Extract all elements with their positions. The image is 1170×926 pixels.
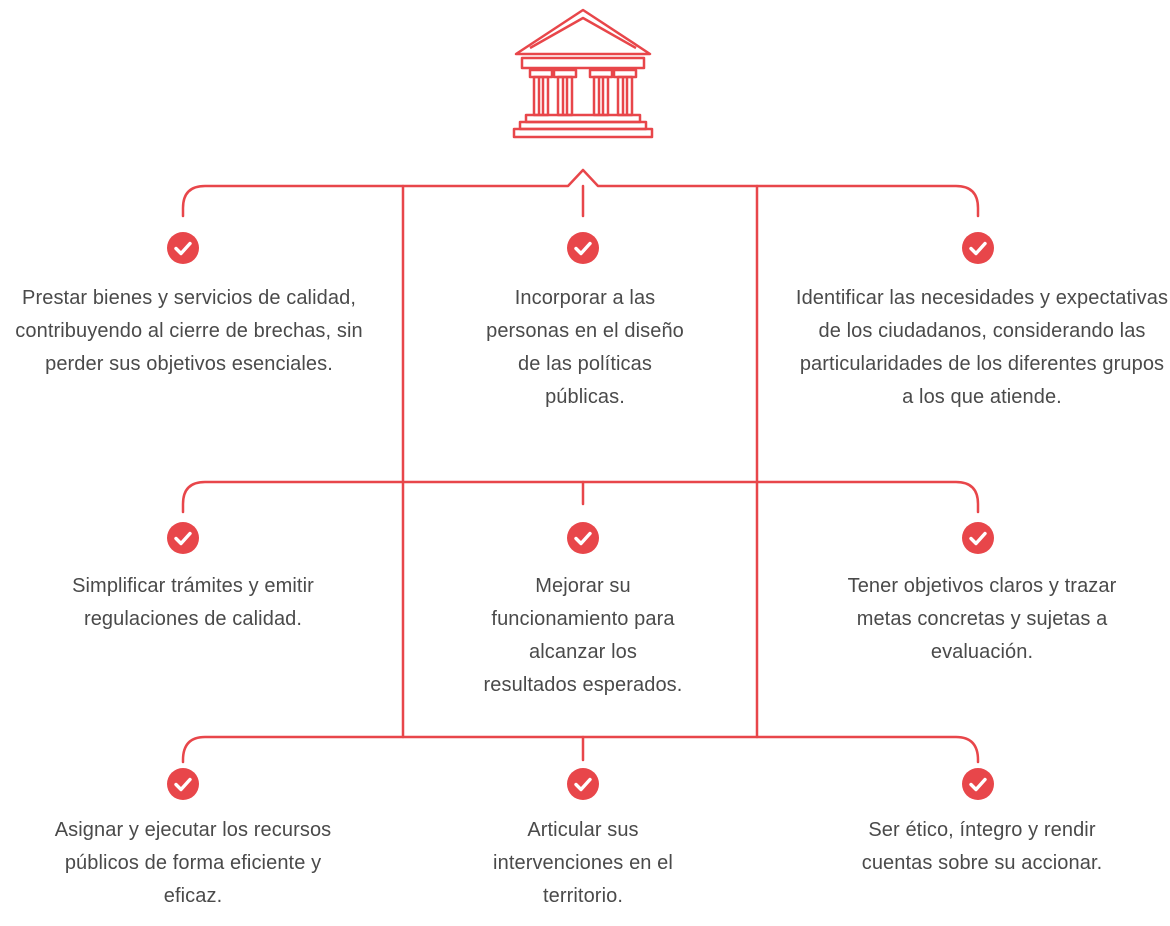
check-circle-icon	[567, 232, 599, 264]
item-text: Tener objetivos claros y trazar metas co…	[847, 575, 1117, 663]
check-circle-icon	[167, 768, 199, 800]
item-text: Incorporar a las personas en el diseño d…	[486, 287, 684, 408]
item-text: Articular sus intervenciones en el terri…	[493, 819, 673, 907]
item-text: Identificar las necesidades y expectativ…	[795, 287, 1169, 408]
branch-row-3	[181, 735, 980, 764]
check-circle-icon	[167, 522, 199, 554]
item-text: Asignar y ejecutar los recursos públicos…	[54, 819, 332, 907]
check-circle-icon	[567, 522, 599, 554]
branch-row-2	[181, 480, 980, 514]
item-text: Prestar bienes y servicios de calidad, c…	[15, 287, 363, 375]
branch-row-1	[181, 168, 980, 218]
check-circle-icon	[167, 232, 199, 264]
item-text: Ser ético, íntegro y rendir cuentas sobr…	[861, 819, 1103, 874]
check-circle-icon	[567, 768, 599, 800]
check-circle-icon	[962, 768, 994, 800]
government-building-icon	[512, 8, 654, 139]
item-text: Simplificar trámites y emitir regulacion…	[72, 575, 314, 630]
check-circle-icon	[962, 522, 994, 554]
check-circle-icon	[962, 232, 994, 264]
item-text: Mejorar su funcionamiento para alcanzar …	[483, 575, 683, 696]
